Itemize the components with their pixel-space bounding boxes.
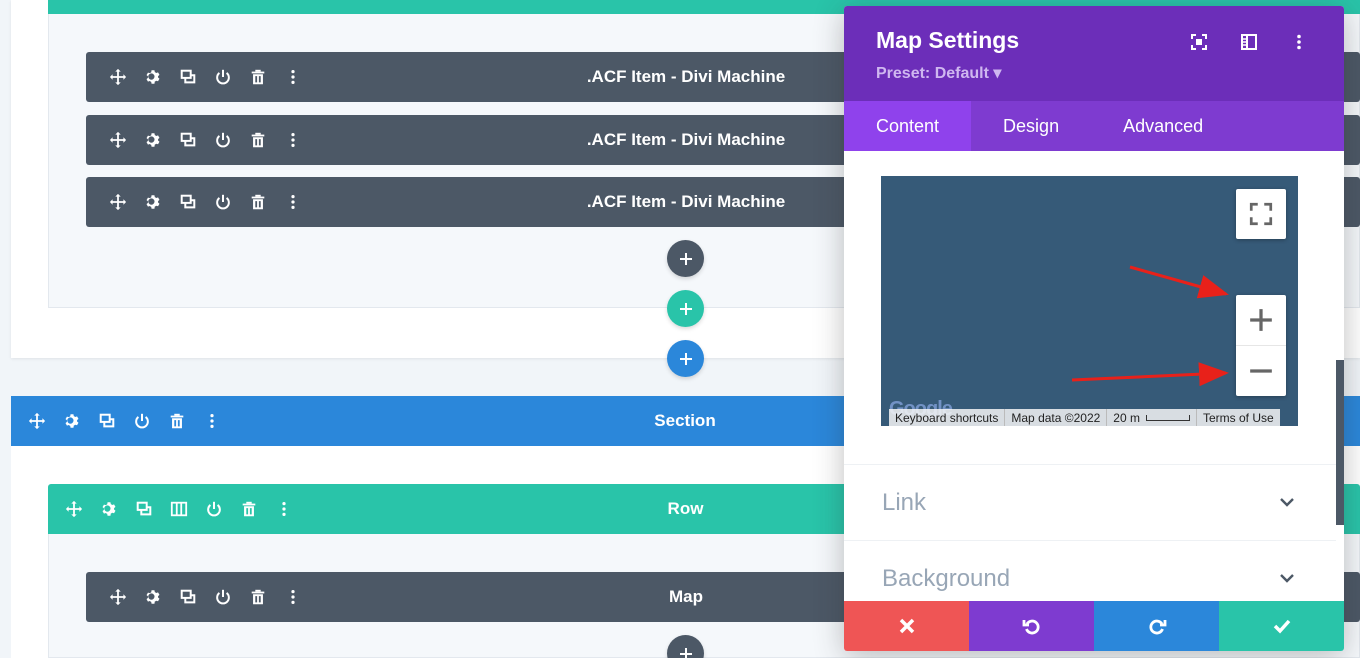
plus-icon [679, 302, 692, 315]
add-module-button[interactable] [667, 635, 704, 658]
add-module-button[interactable] [667, 240, 704, 277]
toggle-link[interactable]: Link [844, 464, 1336, 540]
more-icon[interactable] [1274, 28, 1324, 56]
duplicate-icon[interactable] [89, 396, 124, 446]
power-icon[interactable] [205, 177, 240, 227]
more-icon[interactable] [275, 177, 310, 227]
zoom-controls [1236, 295, 1286, 396]
more-icon[interactable] [275, 572, 310, 622]
plus-icon [1250, 309, 1272, 331]
trash-icon[interactable] [240, 177, 275, 227]
row-toolbar [48, 484, 301, 534]
keyboard-shortcuts-link[interactable]: Keyboard shortcuts [889, 409, 1005, 426]
fullscreen-icon[interactable] [1174, 28, 1224, 56]
settings-tabs: Content Design Advanced [844, 101, 1344, 151]
power-icon[interactable] [205, 115, 240, 165]
modal-scrollbar[interactable] [1336, 360, 1344, 525]
toggle-label: Link [882, 488, 927, 516]
module-toolbar [86, 115, 310, 165]
redo-icon [1148, 619, 1166, 635]
settings-scroll-area[interactable]: Google Keyboard shortcuts Map data ©2022… [844, 151, 1344, 601]
trash-icon[interactable] [240, 52, 275, 102]
move-icon[interactable] [100, 52, 135, 102]
map-data-label: Map data ©2022 [1004, 409, 1107, 426]
more-icon[interactable] [275, 115, 310, 165]
minus-icon [1250, 368, 1272, 373]
duplicate-icon[interactable] [126, 484, 161, 534]
expand-icon [1249, 202, 1273, 226]
modal-footer [844, 601, 1344, 651]
add-section-button[interactable] [667, 340, 704, 377]
check-icon [1273, 619, 1290, 634]
module-toolbar [86, 177, 310, 227]
chevron-down-icon [1280, 498, 1294, 507]
scale-line [1145, 414, 1190, 421]
toggle-label: Background [882, 564, 1011, 592]
duplicate-icon[interactable] [170, 572, 205, 622]
header-actions [1174, 28, 1324, 56]
split-view-icon[interactable] [1224, 28, 1274, 56]
zoom-out-button[interactable] [1236, 346, 1286, 396]
plus-icon [679, 352, 692, 365]
more-icon[interactable] [194, 396, 229, 446]
map-preview[interactable]: Google Keyboard shortcuts Map data ©2022… [881, 176, 1298, 426]
duplicate-icon[interactable] [170, 115, 205, 165]
section-toolbar [11, 396, 229, 446]
gear-icon[interactable] [135, 572, 170, 622]
preset-dropdown[interactable]: Preset: Default ▾ [876, 65, 1002, 82]
modal-title: Map Settings [876, 27, 1020, 53]
module-toolbar [86, 52, 310, 102]
duplicate-icon[interactable] [170, 177, 205, 227]
tab-advanced[interactable]: Advanced [1123, 115, 1204, 136]
plus-icon [679, 252, 692, 265]
close-icon [899, 618, 914, 634]
duplicate-icon[interactable] [170, 52, 205, 102]
power-icon[interactable] [196, 484, 231, 534]
module-toolbar [86, 572, 310, 622]
move-icon[interactable] [100, 177, 135, 227]
undo-icon [1022, 619, 1040, 635]
add-row-button[interactable] [667, 290, 704, 327]
scale-bar: 20 m [1106, 409, 1196, 426]
tab-design[interactable]: Design [1003, 115, 1060, 136]
modal-header: Map Settings Preset: Default ▾ [844, 6, 1344, 101]
columns-icon[interactable] [161, 484, 196, 534]
trash-icon[interactable] [240, 115, 275, 165]
map-attribution: Keyboard shortcuts Map data ©2022 20 m T… [889, 409, 1298, 426]
scale-label: 20 m [1113, 410, 1140, 425]
trash-icon[interactable] [159, 396, 194, 446]
map-settings-modal: Map Settings Preset: Default ▾ Content D… [844, 6, 1344, 651]
gear-icon[interactable] [135, 177, 170, 227]
gear-icon[interactable] [135, 115, 170, 165]
trash-icon[interactable] [240, 572, 275, 622]
more-icon[interactable] [266, 484, 301, 534]
power-icon[interactable] [124, 396, 159, 446]
gear-icon[interactable] [91, 484, 126, 534]
gear-icon[interactable] [54, 396, 89, 446]
tab-content[interactable]: Content [844, 101, 972, 151]
terms-link[interactable]: Terms of Use [1195, 409, 1280, 426]
chevron-down-icon [1280, 574, 1294, 583]
redo-button[interactable] [1094, 601, 1219, 651]
power-icon[interactable] [205, 52, 240, 102]
trash-icon[interactable] [231, 484, 266, 534]
move-icon[interactable] [19, 396, 54, 446]
power-icon[interactable] [205, 572, 240, 622]
fullscreen-map-button[interactable] [1236, 189, 1286, 239]
move-icon[interactable] [100, 572, 135, 622]
plus-icon [679, 647, 692, 658]
more-icon[interactable] [275, 52, 310, 102]
toggle-background[interactable]: Background [844, 540, 1336, 601]
move-icon[interactable] [100, 115, 135, 165]
zoom-in-button[interactable] [1236, 296, 1286, 346]
cancel-button[interactable] [844, 601, 969, 651]
undo-button[interactable] [969, 601, 1094, 651]
save-button[interactable] [1219, 601, 1344, 651]
move-icon[interactable] [56, 484, 91, 534]
gear-icon[interactable] [135, 52, 170, 102]
